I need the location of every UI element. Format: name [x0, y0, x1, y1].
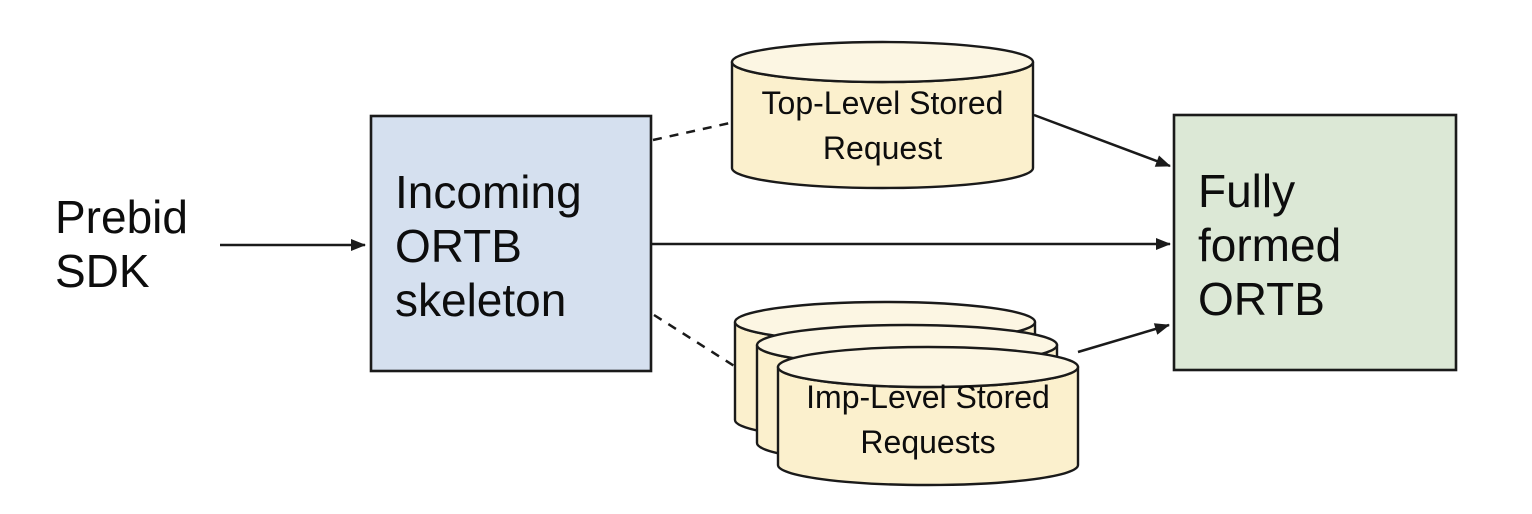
node-label-top-level-stored: Top-Level Stored Request	[732, 81, 1033, 171]
label-line: Request	[822, 130, 943, 166]
label-line: Fully	[1198, 165, 1296, 217]
node-label-imp-level-stored: Imp-Level Stored Requests	[778, 375, 1078, 465]
label-line: Top-Level Stored	[761, 85, 1004, 121]
label-line: Incoming	[395, 166, 582, 218]
node-label-prebid-sdk: Prebid SDK	[55, 190, 188, 298]
imp-level-stored-cylinder-front	[776, 345, 1080, 487]
connector-incoming-to-top-stored-dashed	[652, 121, 731, 142]
top-level-stored-cylinder	[730, 40, 1035, 190]
node-label-incoming-ortb: Incoming ORTB skeleton	[395, 165, 582, 327]
label-line: Requests	[860, 424, 996, 460]
fully-formed-box	[1172, 113, 1458, 372]
label-line: Prebid	[55, 191, 188, 243]
label-line: ORTB	[395, 220, 522, 272]
label-line: SDK	[55, 245, 150, 297]
label-line: formed	[1198, 219, 1342, 271]
node-label-fully-formed-ortb: Fully formed ORTB	[1198, 164, 1341, 326]
label-line: skeleton	[395, 274, 567, 326]
arrow-imp-stored-to-fully-formed	[1077, 323, 1170, 354]
cylinder-top	[776, 345, 1080, 389]
incoming-ortb-box	[369, 114, 653, 373]
label-line: ORTB	[1198, 273, 1325, 325]
connector-incoming-to-imp-stored-dashed	[653, 313, 740, 371]
arrow-top-stored-to-fully-formed	[1033, 113, 1171, 168]
label-line: Imp-Level Stored	[806, 379, 1050, 415]
cylinder-top	[730, 40, 1035, 84]
